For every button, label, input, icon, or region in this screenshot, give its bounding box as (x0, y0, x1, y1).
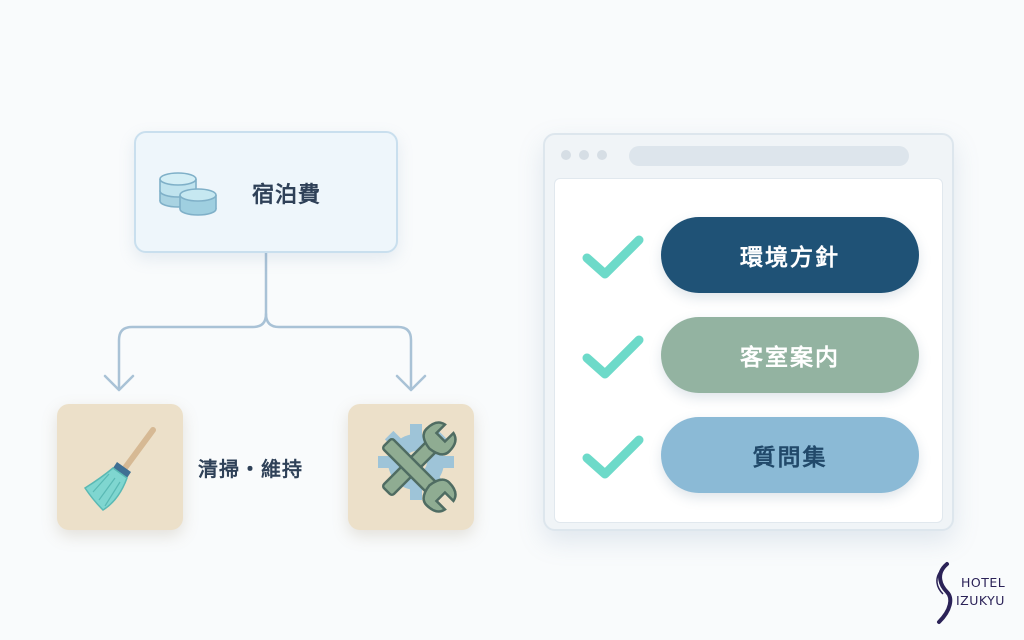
maintenance-label: 清掃・維持 (198, 457, 303, 481)
address-bar (629, 146, 909, 166)
cleaning-tile (57, 404, 183, 530)
wrench-gear-icon (378, 421, 457, 513)
window-dot (597, 150, 607, 160)
broom-icon (83, 427, 156, 511)
fee-label: 宿泊費 (252, 183, 322, 208)
browser-window: 環境方針 客室案内 質問集 (543, 133, 954, 531)
maintenance-tile (348, 404, 474, 530)
check-icon (582, 435, 644, 479)
rooms-item[interactable]: 客室案内 (661, 317, 919, 393)
faq-item[interactable]: 質問集 (661, 417, 919, 493)
logo-line1: HOTEL (961, 575, 1006, 590)
hotel-logo-icon (936, 562, 953, 624)
policy-item[interactable]: 環境方針 (661, 217, 919, 293)
window-content: 環境方針 客室案内 質問集 (554, 178, 943, 523)
check-icon (582, 335, 644, 379)
window-dot (579, 150, 589, 160)
logo-line2: IZUKYU (956, 593, 1005, 608)
check-icon (582, 235, 644, 279)
coin-stack-icon (159, 172, 217, 216)
window-dot (561, 150, 571, 160)
fee-box: 宿泊費 (134, 131, 398, 253)
